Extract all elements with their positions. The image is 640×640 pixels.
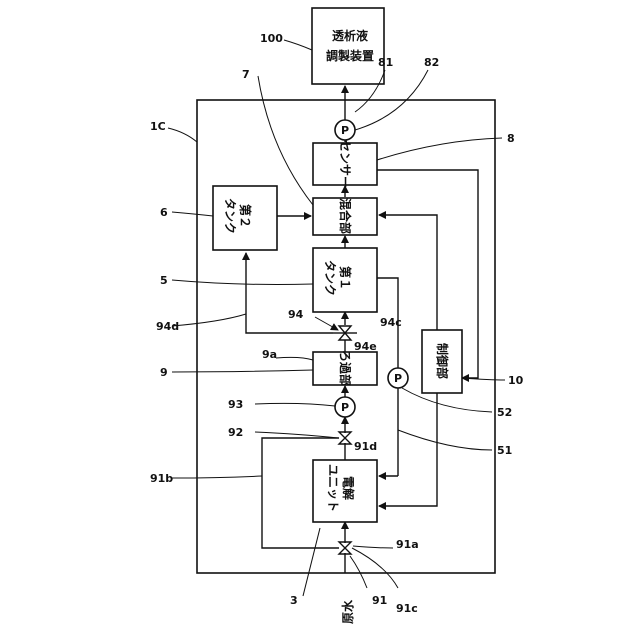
tank2-line1: 第２: [238, 204, 253, 228]
filter-text: ろ過部: [338, 350, 353, 386]
ref-51: 51: [497, 444, 512, 457]
dialysate-device-line1: 透析液: [332, 28, 368, 43]
ref-6: 6: [160, 206, 168, 219]
pump-93-symbol: P: [341, 401, 349, 414]
ref-8: 8: [507, 132, 515, 145]
ref-9: 9: [160, 366, 168, 379]
ref-94: 94: [288, 308, 304, 321]
dialysate-device-line2: 調製装置: [326, 48, 374, 63]
pump-51-symbol: P: [394, 372, 402, 385]
ref-93: 93: [228, 398, 243, 411]
ref-52: 52: [497, 406, 512, 419]
tank1-line2: タンク: [323, 260, 337, 296]
ref-94e: 94e: [354, 340, 377, 353]
ref-91d: 91d: [354, 440, 377, 453]
frame-leader: [168, 128, 197, 142]
ref-94c: 94c: [380, 316, 402, 329]
tank2-line2: タンク: [223, 198, 237, 234]
controller-text: 制御部: [435, 343, 450, 379]
mixer-text: 混合部: [338, 198, 353, 234]
source-water-label: 原水: [340, 599, 355, 624]
tank1-line1: 第１: [338, 266, 353, 290]
ref-3: 3: [290, 594, 298, 607]
electrolysis-line2: ユニット: [326, 464, 340, 512]
electrolysis-line1: 電解: [341, 476, 356, 500]
ref-94d: 94d: [156, 320, 179, 333]
leader-100: [284, 40, 312, 50]
ref-91c: 91c: [396, 602, 418, 615]
ref-91a: 91a: [396, 538, 419, 551]
ref-91: 91: [372, 594, 387, 607]
ref-5: 5: [160, 274, 168, 287]
ref-9a: 9a: [262, 348, 277, 361]
frame-label: 1C: [150, 120, 166, 133]
ref-91b: 91b: [150, 472, 173, 485]
ref-81: 81: [378, 56, 393, 69]
ref-100: 100: [260, 32, 283, 45]
ref-92: 92: [228, 426, 243, 439]
ref-7: 7: [242, 68, 250, 81]
sensor-text: センサー: [338, 140, 352, 188]
pump-81-symbol: P: [341, 124, 349, 137]
dialysate-device-box: [312, 8, 384, 84]
ref-10: 10: [508, 374, 524, 387]
ref-82: 82: [424, 56, 439, 69]
